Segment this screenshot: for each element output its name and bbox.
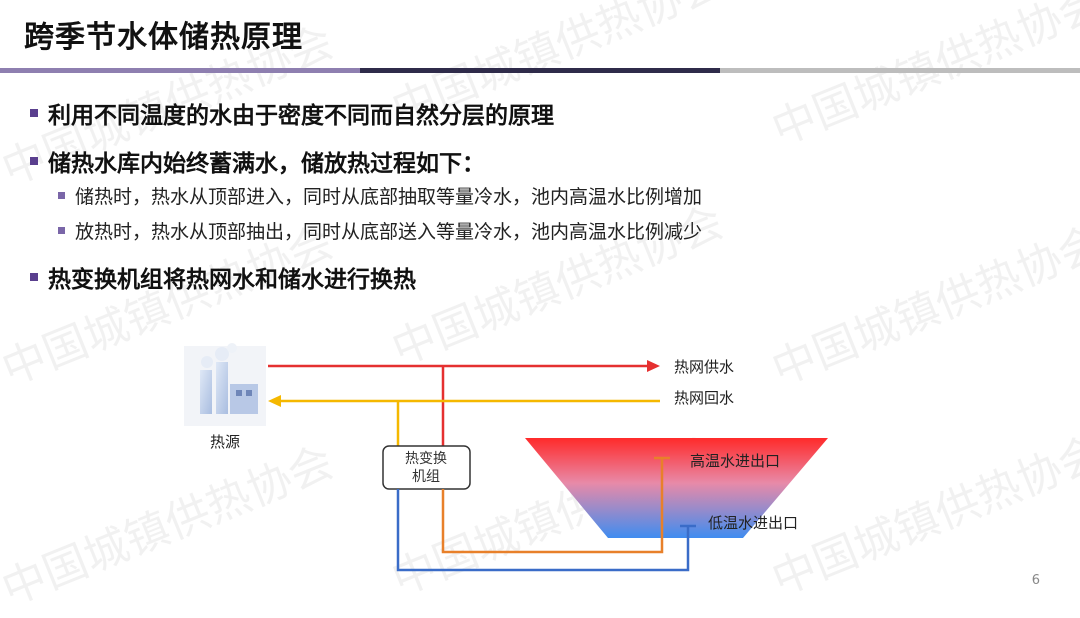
sub-bullet-item: 放热时，热水从顶部抽出，同时从底部送入等量冷水，池内高温水比例减少 (58, 217, 702, 244)
heat-exchanger (382, 445, 471, 490)
bullet-marker (30, 273, 38, 281)
return-label: 热网回水 (674, 389, 734, 407)
sub-bullet-item: 储热时，热水从顶部进入，同时从底部抽取等量冷水，池内高温水比例增加 (58, 182, 702, 209)
exchanger-label-line1: 热变换 (405, 450, 447, 467)
slide-title: 跨季节水体储热原理 (24, 20, 303, 55)
storage-tank (525, 438, 828, 538)
bullet-text: 储热水库内始终蓄满水，储放热过程如下： (48, 151, 485, 177)
bullet-item: 利用不同温度的水由于密度不同而自然分层的原理 (30, 96, 554, 130)
sub-bullet-text: 储热时，热水从顶部进入，同时从底部抽取等量冷水，池内高温水比例增加 (75, 186, 703, 208)
return-line (268, 395, 660, 446)
sub-bullet-marker (58, 227, 65, 234)
high-temp-port-label: 高温水进出口 (690, 452, 780, 470)
supply-line (268, 360, 660, 446)
title-divider (360, 68, 720, 73)
sub-bullet-text: 放热时，热水从顶部抽出，同时从底部送入等量冷水，池内高温水比例减少 (75, 221, 703, 243)
high-temp-pipe (441, 456, 670, 554)
sub-bullet-marker (58, 192, 65, 199)
bullet-item: 热变换机组将热网水和储水进行换热 (30, 260, 416, 294)
exchanger-label-line2: 机组 (412, 469, 440, 485)
bullet-marker (30, 109, 38, 117)
bullet-text: 热变换机组将热网水和储水进行换热 (48, 267, 416, 293)
supply-label: 热网供水 (674, 358, 734, 376)
page-number: 6 (1031, 573, 1040, 588)
factory-icon (184, 343, 266, 426)
bullet-text: 利用不同温度的水由于密度不同而自然分层的原理 (48, 103, 554, 129)
bullet-item: 储热水库内始终蓄满水，储放热过程如下： (30, 144, 485, 178)
bullet-marker (30, 157, 38, 165)
low-temp-pipe (396, 489, 696, 572)
title-divider (720, 68, 1080, 73)
low-temp-port-label: 低温水进出口 (708, 514, 798, 532)
heat-source-label: 热源 (210, 433, 240, 451)
title-divider (0, 68, 360, 73)
